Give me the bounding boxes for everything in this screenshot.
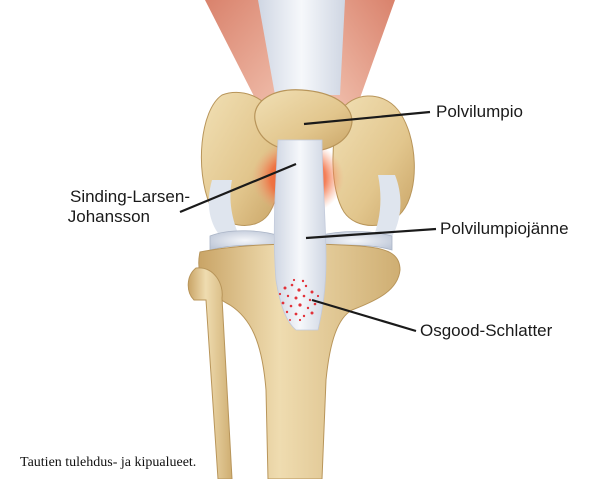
label-slj-line1: Sinding-Larsen- (12, 187, 190, 207)
label-osgood-schlatter: Osgood-Schlatter (420, 321, 552, 341)
figure-caption: Tautien tulehdus- ja kipualueet. (20, 455, 196, 471)
label-patellar-tendon: Polvilumpiojänne (440, 219, 569, 239)
label-patella: Polvilumpio (436, 102, 523, 122)
label-sinding-larsen-johansson: Sinding-Larsen- Johansson (12, 187, 190, 227)
label-slj-line2: Johansson (12, 207, 190, 227)
